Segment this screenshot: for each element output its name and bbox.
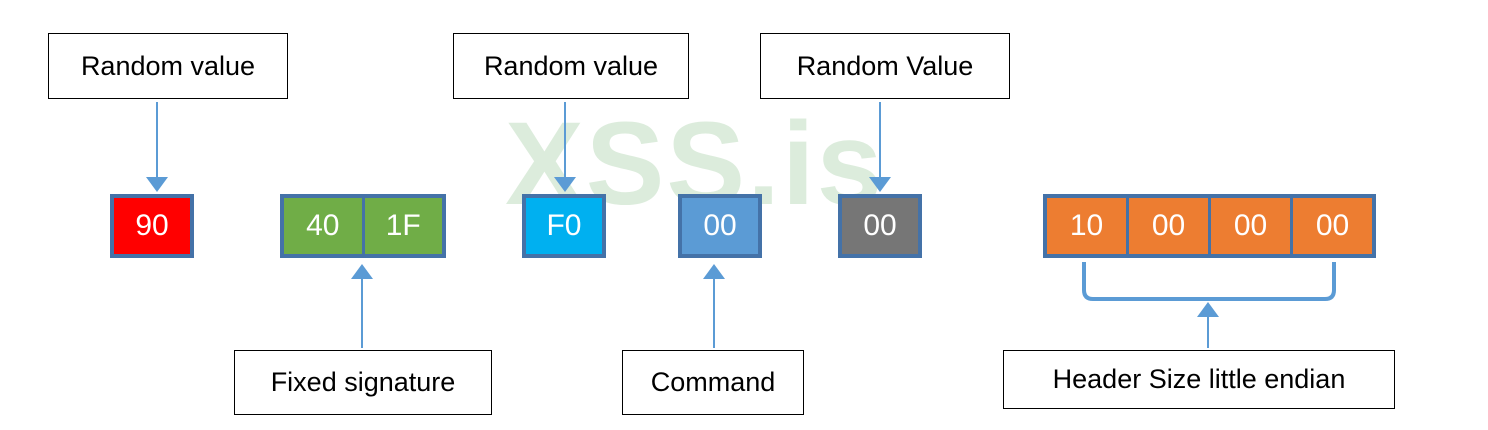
- top-label-1: Random value: [48, 33, 288, 99]
- header-size-bytes-cell-4: 00: [1293, 198, 1372, 254]
- signature-bytes: 40 1F: [280, 194, 446, 258]
- bottom-label-text-2: Command: [650, 367, 776, 397]
- top-label-3: Random Value: [760, 33, 1010, 99]
- signature-bytes-value-1: 40: [306, 209, 340, 242]
- random-value-1-to-nop-byte-head: [146, 177, 168, 192]
- random-byte-1-cell-1: F0: [526, 198, 602, 254]
- fixed-signature-to-signature-bytes-head: [351, 264, 373, 279]
- header-size-to-brace-head: [1197, 302, 1219, 317]
- top-label-text-2: Random value: [483, 50, 659, 81]
- random-byte-2-cell-1: 00: [842, 198, 918, 254]
- header-size-bytes-value-3: 00: [1233, 209, 1268, 242]
- signature-bytes-value-2: 1F: [385, 209, 421, 242]
- header-size-brace: [1082, 262, 1336, 301]
- bottom-label-3: Header Size little endian: [1003, 350, 1395, 409]
- random-value-2-to-random-byte-1-head: [554, 177, 576, 192]
- nop-byte: 90: [110, 194, 194, 258]
- random-byte-2: 00: [838, 194, 922, 258]
- top-label-text-3: Random Value: [796, 50, 974, 81]
- bottom-label-2: Command: [622, 350, 804, 415]
- top-label-text-1: Random value: [80, 50, 256, 81]
- header-size-bytes-cell-2: 00: [1129, 198, 1208, 254]
- header-size-bytes-value-1: 10: [1069, 209, 1104, 242]
- random-value-3-to-random-byte-2-head: [869, 177, 891, 192]
- header-size-bytes-value-4: 00: [1315, 209, 1350, 242]
- command-to-command-byte-head: [703, 264, 725, 279]
- header-size-bytes-cell-1: 10: [1047, 198, 1126, 254]
- bottom-label-1: Fixed signature: [234, 350, 492, 415]
- bottom-label-text-1: Fixed signature: [270, 367, 456, 397]
- header-size-bytes-cell-3: 00: [1211, 198, 1290, 254]
- signature-bytes-cell-1: 40: [284, 198, 362, 254]
- nop-byte-value-1: 90: [135, 209, 169, 242]
- command-byte-value-1: 00: [703, 209, 737, 242]
- header-size-bytes: 10 00 00 00: [1043, 194, 1376, 258]
- command-byte: 00: [678, 194, 762, 258]
- random-byte-1-value-1: F0: [546, 209, 582, 242]
- top-label-2: Random value: [453, 33, 689, 99]
- command-byte-cell-1: 00: [682, 198, 758, 254]
- header-size-bytes-value-2: 00: [1151, 209, 1186, 242]
- signature-bytes-cell-2: 1F: [364, 198, 442, 254]
- random-byte-2-value-1: 00: [863, 209, 897, 242]
- bottom-label-text-3: Header Size little endian: [1052, 364, 1346, 394]
- nop-byte-cell-1: 90: [114, 198, 190, 254]
- random-byte-1: F0: [522, 194, 606, 258]
